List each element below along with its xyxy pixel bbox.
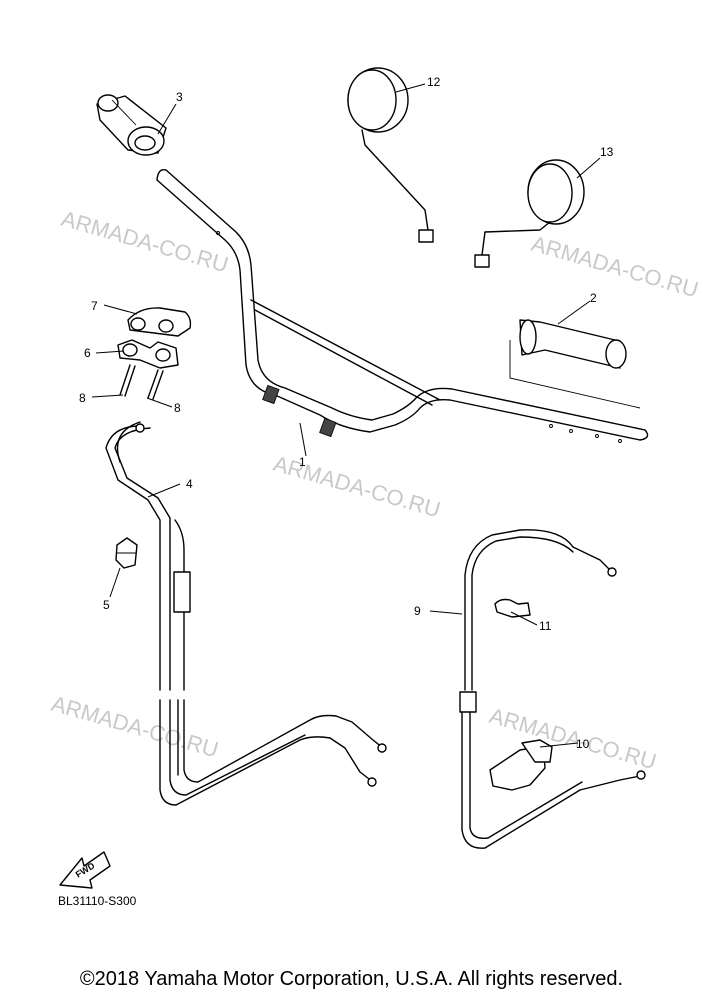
lower-handlebar-holder xyxy=(117,339,179,369)
cable-guide xyxy=(489,739,553,791)
upper-handlebar-holder xyxy=(127,307,192,337)
watermark: ARMADA-CO.RU xyxy=(59,206,232,278)
handlebar xyxy=(156,169,649,443)
left-mirror xyxy=(474,159,585,268)
callout-number: 9 xyxy=(414,604,421,618)
throttle-cable xyxy=(105,421,387,806)
callout-number: 11 xyxy=(539,619,552,633)
callout-number: 8 xyxy=(79,391,86,405)
watermark: ARMADA-CO.RU xyxy=(271,451,444,523)
callout-number: 12 xyxy=(427,75,441,89)
cable-holder xyxy=(115,537,138,569)
forward-arrow: FWD xyxy=(59,851,111,889)
throttle-grip xyxy=(96,94,167,156)
leader-lines xyxy=(91,83,601,748)
watermark: ARMADA-CO.RU xyxy=(529,231,702,303)
watermark: ARMADA-CO.RU xyxy=(49,691,222,763)
cable-clamp xyxy=(494,598,531,618)
callout-number: 3 xyxy=(176,90,183,104)
callout-number: 2 xyxy=(590,291,597,305)
clutch-cable xyxy=(459,529,646,849)
right-mirror xyxy=(347,67,434,243)
copyright-notice: ©2018 Yamaha Motor Corporation, U.S.A. A… xyxy=(79,968,624,990)
callout-number: 8 xyxy=(174,401,181,415)
callout-numbers: 1 2 3 4 5 6 7 8 8 9 10 11 12 13 xyxy=(79,75,614,751)
bolt xyxy=(119,364,136,397)
bolt xyxy=(147,369,164,400)
callout-number: 10 xyxy=(576,737,590,751)
callout-number: 4 xyxy=(186,477,193,491)
callout-number: 13 xyxy=(600,145,614,159)
callout-number: 1 xyxy=(299,455,306,469)
left-grip xyxy=(519,319,627,369)
callout-number: 6 xyxy=(84,346,91,360)
diagram-code: BL31110-S300 xyxy=(58,894,137,908)
callout-number: 7 xyxy=(91,299,98,313)
callout-number: 5 xyxy=(103,598,110,612)
